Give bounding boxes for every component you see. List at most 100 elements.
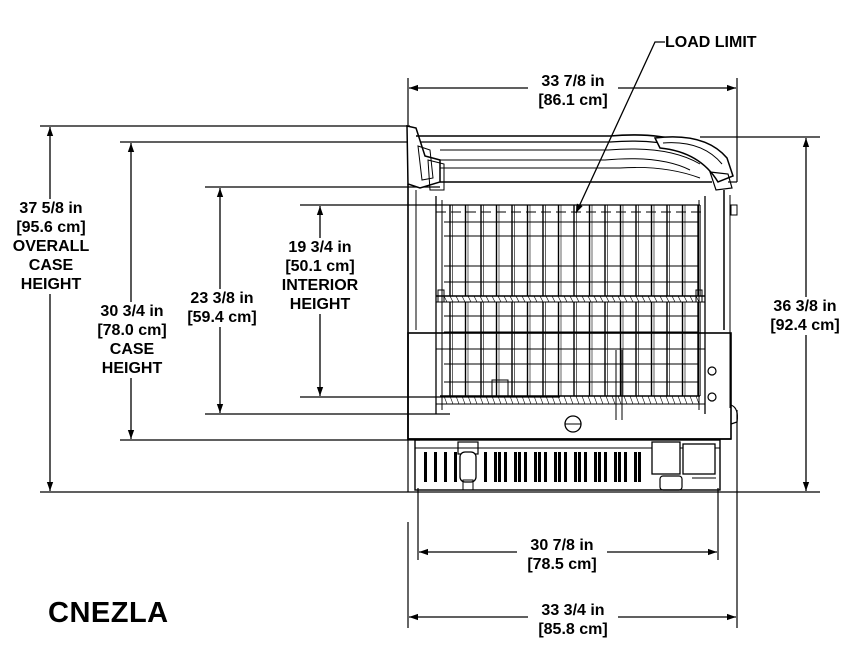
grid-wire <box>665 395 670 405</box>
bottom-width-label: 33 3/4 in [85.8 cm] <box>528 601 618 639</box>
overall-height-line2: CASE <box>28 257 74 274</box>
grid-wire <box>521 295 526 303</box>
grid-wire <box>689 295 694 303</box>
grid-wire <box>653 295 658 303</box>
top-width-imperial: 33 7/8 in <box>541 73 605 90</box>
grid-wire <box>641 395 646 405</box>
grid-wire <box>509 295 514 303</box>
vent-slot <box>638 452 641 482</box>
grid-wire <box>473 395 478 405</box>
grid-wire <box>557 395 562 405</box>
extension-lines <box>40 78 820 628</box>
grid-wire <box>581 395 586 405</box>
mid-height-imperial: 23 3/8 in <box>190 290 254 307</box>
grid-wire <box>599 395 604 405</box>
grid-wire <box>659 295 664 303</box>
grid-wire <box>599 295 604 303</box>
right-height-metric: [92.4 cm] <box>770 317 840 334</box>
vent-slot <box>424 452 427 482</box>
grid-wire <box>659 395 664 405</box>
grid-wire <box>623 295 628 303</box>
grid-wire <box>545 395 550 405</box>
vent-slot <box>634 452 637 482</box>
grid-wire <box>545 295 550 303</box>
grid-wire <box>617 295 622 303</box>
grid-wire <box>563 395 568 405</box>
grid-wire <box>605 395 610 405</box>
grid-wire <box>479 295 484 303</box>
grid-wire <box>575 295 580 303</box>
grid-wire <box>539 295 544 303</box>
interior-height-line1: INTERIOR <box>281 277 359 294</box>
vent-slot <box>604 452 607 482</box>
load-limit-label: LOAD LIMIT <box>665 33 757 52</box>
grid-wire <box>569 395 574 405</box>
grid-wire <box>485 295 490 303</box>
vent-slot <box>504 452 507 482</box>
grid-wire <box>533 295 538 303</box>
grid-wire <box>479 395 484 405</box>
interior-height-line2: HEIGHT <box>289 296 351 313</box>
overall-height-label: 37 5/8 in [95.6 cm] OVERALL CASE HEIGHT <box>5 199 97 294</box>
grid-wire <box>539 395 544 405</box>
grid-wire <box>563 295 568 303</box>
top-width-label: 33 7/8 in [86.1 cm] <box>528 72 618 110</box>
interior-height-imperial: 19 3/4 in <box>288 239 352 256</box>
grid-wire <box>467 295 472 303</box>
model-name: CNEZLA <box>48 597 169 629</box>
mid-height-label: 23 3/8 in [59.4 cm] <box>176 289 268 327</box>
vent-slot <box>618 452 621 482</box>
bottom-width-metric: [85.8 cm] <box>538 621 608 638</box>
overall-height-imperial: 37 5/8 in <box>19 200 83 217</box>
vent-slot <box>518 452 521 482</box>
grid-wire <box>485 395 490 405</box>
grid-wire <box>581 295 586 303</box>
grid-wire <box>689 395 694 405</box>
overall-height-line3: HEIGHT <box>20 276 82 293</box>
case-height-metric: [78.0 cm] <box>97 322 167 339</box>
grid-wire <box>455 395 460 405</box>
grid-wire <box>683 395 688 405</box>
grid-wire <box>449 295 454 303</box>
top-width-metric: [86.1 cm] <box>538 92 608 109</box>
vent-slot <box>534 452 537 482</box>
interior-height-metric: [50.1 cm] <box>285 258 355 275</box>
vent-slot <box>454 452 457 482</box>
grid-wire <box>647 395 652 405</box>
grid-wire <box>533 395 538 405</box>
vent-slot <box>558 452 561 482</box>
grid-wire <box>497 295 502 303</box>
base-width-label: 30 7/8 in [78.5 cm] <box>517 536 607 574</box>
freezer-case <box>406 125 738 491</box>
grid-wire <box>587 395 592 405</box>
grid-wire <box>641 295 646 303</box>
vent-slot <box>594 452 597 482</box>
grid-wire <box>623 395 628 405</box>
grid-wire <box>611 395 616 405</box>
vent-slot <box>624 452 627 482</box>
vent-slot <box>514 452 517 482</box>
grid-wire <box>677 295 682 303</box>
grid-wire <box>551 395 556 405</box>
vent-slot <box>584 452 587 482</box>
grid-wire <box>527 395 532 405</box>
grid-wire <box>671 395 676 405</box>
vent-slot <box>498 452 501 482</box>
load-limit-leader <box>575 41 665 214</box>
vent-slot <box>444 452 447 482</box>
grid-wire <box>587 295 592 303</box>
grid-wire <box>473 295 478 303</box>
grid-wire <box>665 295 670 303</box>
case-height-label: 30 3/4 in [78.0 cm] CASE HEIGHT <box>86 302 178 378</box>
grid-wire <box>515 395 520 405</box>
grid-wire <box>449 395 454 405</box>
grid-wire <box>695 295 700 303</box>
grid-wire <box>677 395 682 405</box>
grid-wire <box>443 395 448 405</box>
case-height-imperial: 30 3/4 in <box>100 303 164 320</box>
grid-wire <box>695 395 700 405</box>
vent-slot <box>574 452 577 482</box>
bottom-width-imperial: 33 3/4 in <box>541 602 605 619</box>
grid-wire <box>593 295 598 303</box>
